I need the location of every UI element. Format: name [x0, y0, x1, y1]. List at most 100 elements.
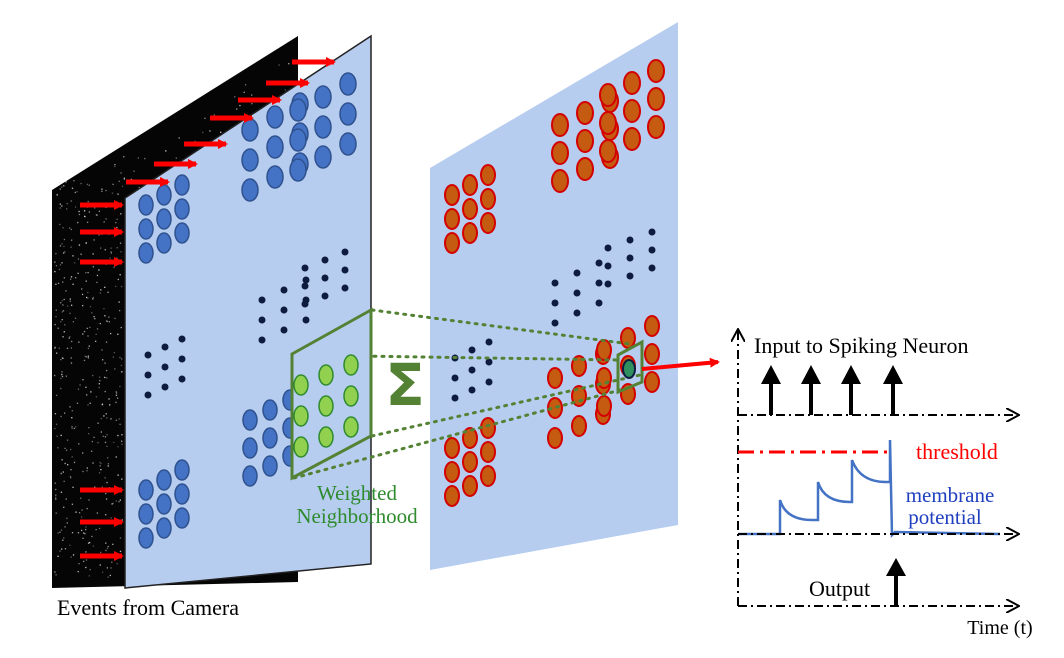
blue-neuron: [241, 148, 259, 172]
hidden-neuron-dot: [301, 282, 309, 290]
blue-neuron: [156, 232, 172, 254]
hidden-neuron-dot: [341, 266, 349, 274]
blue-neuron: [156, 208, 172, 230]
hidden-neuron-dot: [485, 338, 493, 346]
output-spike-arrow: [886, 558, 906, 606]
red-neuron: [596, 395, 612, 417]
green-neuron: [343, 354, 359, 376]
hidden-neuron-dot: [302, 276, 310, 284]
membrane-label-line1: membrane: [906, 483, 995, 507]
hidden-neuron-dot: [551, 319, 559, 327]
green-neuron: [318, 426, 334, 448]
blue-neuron: [138, 194, 154, 216]
weighted-neighborhood: [290, 307, 373, 481]
blue-neuron: [266, 165, 284, 189]
output-label: Output: [809, 576, 870, 601]
blue-neuron: [266, 135, 284, 159]
red-neuron: [480, 417, 496, 439]
blue-neuron: [174, 483, 190, 505]
red-neuron: [480, 212, 496, 234]
hidden-neuron-dot: [573, 289, 581, 297]
green-neuron: [318, 395, 334, 417]
red-neuron: [480, 441, 496, 463]
red-neuron: [596, 339, 612, 361]
hidden-neuron-dot: [178, 335, 186, 343]
event-input-arrows: [80, 57, 336, 561]
hidden-neuron-dot: [626, 236, 634, 244]
hidden-neuron-dot: [451, 374, 459, 382]
blue-neuron: [138, 218, 154, 240]
blue-neuron: [314, 145, 332, 169]
blue-neuron: [262, 455, 278, 477]
red-neuron: [623, 127, 641, 151]
blue-neuron: [156, 184, 172, 206]
hidden-neuron-dot: [468, 346, 476, 354]
red-neuron: [644, 315, 660, 337]
red-neuron: [551, 141, 569, 165]
green-neuron: [318, 364, 334, 386]
hidden-neuron-dot: [648, 264, 656, 272]
blue-neuron: [174, 459, 190, 481]
blue-neuron: [174, 507, 190, 529]
red-neuron: [644, 371, 660, 393]
red-neuron: [647, 115, 665, 139]
time-axis-label: Time (t): [967, 617, 1032, 639]
hidden-neuron-dot: [341, 284, 349, 292]
hidden-neuron-dot: [468, 366, 476, 374]
hidden-neuron-dot: [485, 378, 493, 386]
hidden-neuron-dot: [626, 254, 634, 262]
green-neuron: [293, 374, 309, 396]
hidden-neuron-dot: [301, 264, 309, 272]
red-neuron: [576, 157, 594, 181]
red-neuron: [462, 222, 478, 244]
red-neuron: [623, 99, 641, 123]
red-neuron: [480, 164, 496, 186]
hidden-neuron-dot: [468, 386, 476, 394]
input-spike-arrow: [841, 365, 861, 415]
hidden-neuron-dot: [341, 248, 349, 256]
hidden-neuron-dot: [573, 309, 581, 317]
threshold-label: threshold: [916, 439, 998, 464]
blue-neuron: [262, 427, 278, 449]
hidden-neuron-dot: [595, 259, 603, 267]
hidden-neuron-dot: [321, 274, 329, 282]
red-neuron: [444, 184, 460, 206]
spiking-neuron-diagram: Input to Spiking Neuron threshold membra…: [738, 330, 1033, 639]
red-neuron: [444, 437, 460, 459]
green-neuron: [293, 405, 309, 427]
hidden-neuron-dot: [595, 279, 603, 287]
blue-neuron: [289, 158, 307, 182]
hidden-neuron-dot: [258, 296, 266, 304]
blue-neuron: [242, 465, 258, 487]
hidden-neuron-dot: [573, 269, 581, 277]
hidden-neuron-dot: [302, 316, 310, 324]
blue-neuron: [241, 118, 259, 142]
blue-neuron: [156, 469, 172, 491]
red-neuron: [462, 451, 478, 473]
red-neuron: [571, 355, 587, 377]
hidden-neuron-dot: [144, 371, 152, 379]
input-spikes: [761, 365, 903, 415]
hidden-neuron-dot: [485, 358, 493, 366]
hidden-neuron-dot: [321, 256, 329, 264]
blue-neuron: [339, 132, 357, 156]
sigma-symbol: Σ: [385, 351, 425, 419]
projection-lines: [292, 308, 642, 480]
hidden-neuron-dot: [161, 363, 169, 371]
hidden-neuron-dot: [551, 279, 559, 287]
blue-neuron: [339, 102, 357, 126]
hidden-neuron-dot: [258, 336, 266, 344]
red-neuron: [571, 415, 587, 437]
hidden-neuron-dot: [321, 292, 329, 300]
hidden-neuron-dot: [648, 228, 656, 236]
weighted-label-line2: Neighborhood: [296, 504, 418, 528]
membrane-label-line2: potential: [908, 505, 982, 529]
blue-neuron: [174, 198, 190, 220]
red-neuron: [647, 59, 665, 83]
red-neuron: [444, 485, 460, 507]
hidden-neuron-dot: [178, 355, 186, 363]
red-neuron: [551, 169, 569, 193]
red-neuron: [599, 111, 617, 135]
blue-neuron: [262, 399, 278, 421]
blue-neuron: [156, 517, 172, 539]
